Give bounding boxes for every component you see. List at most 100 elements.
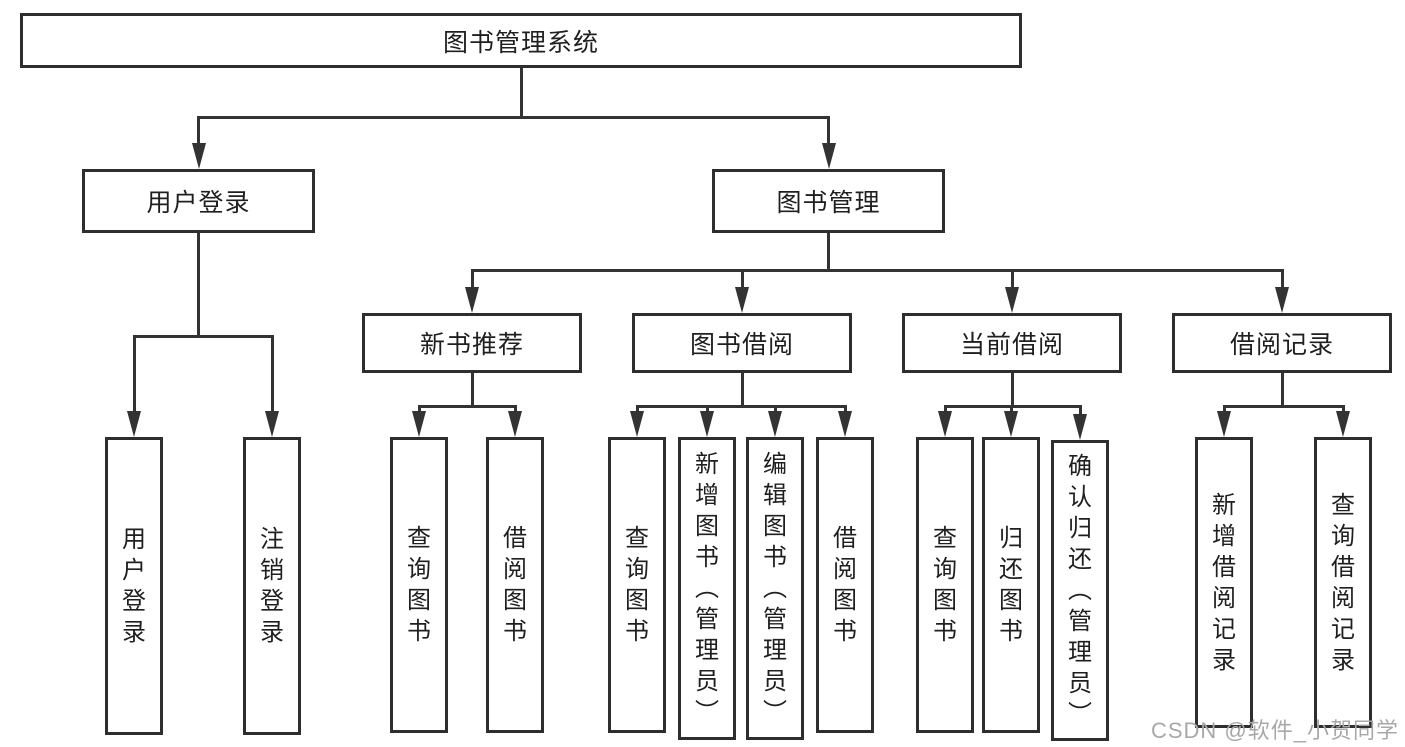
vertical-label-char: 登 xyxy=(260,588,284,615)
vertical-label-char: 新 xyxy=(695,451,719,478)
arrow-down-icon xyxy=(265,411,279,437)
connector-line xyxy=(132,335,136,411)
connector-line xyxy=(943,405,1082,408)
arrow-down-icon xyxy=(1005,287,1019,313)
node-borrowing-records: 借阅记录 xyxy=(1172,313,1392,373)
vertical-label-char: 图 xyxy=(407,587,431,614)
vertical-label-char: 书 xyxy=(833,618,857,645)
connector-line xyxy=(635,405,639,411)
connector-line xyxy=(705,405,709,411)
connector-line xyxy=(417,405,421,411)
vertical-label-char: 阅 xyxy=(1212,584,1236,612)
arrow-down-icon xyxy=(1073,414,1087,440)
vertical-label-char: 注 xyxy=(260,526,284,553)
vertical-label-char: 书 xyxy=(933,618,957,645)
node-user-login: 用户登录 xyxy=(82,169,315,233)
vertical-label-char: 员 xyxy=(1068,670,1092,697)
vertical-label-char: 书 xyxy=(625,618,649,645)
vertical-label-char: 新 xyxy=(1212,491,1236,519)
arrow-down-icon xyxy=(838,411,852,437)
vertical-label-char: 登 xyxy=(122,588,146,615)
vertical-label-char: 书 xyxy=(503,618,527,645)
vertical-label-char: 归 xyxy=(1068,515,1092,542)
vertical-label-char: 录 xyxy=(260,619,284,646)
vertical-label-char: ︶ xyxy=(763,699,787,726)
arrow-down-icon xyxy=(821,143,836,169)
vertical-label-char: 阅 xyxy=(833,556,857,583)
connector-line xyxy=(827,116,830,143)
connector-line xyxy=(1010,269,1014,287)
connector-line xyxy=(1222,405,1345,408)
connector-line xyxy=(197,116,200,143)
vertical-label-char: 管 xyxy=(1068,608,1092,635)
node-leaf-return-books: 归还图书 xyxy=(982,437,1040,733)
vertical-label-char: ︵ xyxy=(695,575,719,602)
vertical-label-char: 借 xyxy=(1331,553,1355,581)
vertical-label-char: 书 xyxy=(763,544,787,571)
vertical-label-char: 户 xyxy=(122,557,146,584)
node-leaf-add-borrow-record: 新增借阅记录 xyxy=(1195,437,1253,728)
node-leaf-query-books-recommend: 查询图书 xyxy=(390,437,448,733)
connector-line xyxy=(470,269,474,287)
connector-line xyxy=(132,335,274,338)
arrow-down-icon xyxy=(191,143,206,169)
node-book-management: 图书管理 xyxy=(712,169,945,233)
node-system-root: 图书管理系统 xyxy=(20,13,1022,68)
connector-line xyxy=(197,116,830,119)
vertical-label-char: ︵ xyxy=(1068,577,1092,604)
vertical-label-char: 图 xyxy=(625,587,649,614)
arrow-down-icon xyxy=(1336,411,1350,437)
vertical-label-char: 增 xyxy=(1212,522,1236,550)
arrow-down-icon xyxy=(127,411,141,437)
vertical-label-char: 员 xyxy=(763,668,787,695)
vertical-label-char: 员 xyxy=(695,668,719,695)
vertical-label-char: 查 xyxy=(933,525,957,552)
arrow-down-icon xyxy=(412,411,426,437)
vertical-label-char: 归 xyxy=(999,525,1023,552)
vertical-label-char: 借 xyxy=(1212,553,1236,581)
node-leaf-query-borrow-record: 查询借阅记录 xyxy=(1314,437,1372,728)
vertical-label-char: 管 xyxy=(695,606,719,633)
vertical-label-char: ︶ xyxy=(1068,701,1092,728)
node-leaf-borrow-books: 借阅图书 xyxy=(816,437,874,733)
connector-line xyxy=(1009,405,1013,411)
connector-line xyxy=(470,269,1284,272)
node-leaf-borrow-books-recommend: 借阅图书 xyxy=(486,437,544,733)
vertical-label-char: 确 xyxy=(1068,453,1092,480)
vertical-label-char: 查 xyxy=(1331,491,1355,519)
connector-line xyxy=(827,233,830,272)
node-leaf-add-books-admin: 新增图书︵管理员︶ xyxy=(678,437,736,740)
vertical-label-char: 图 xyxy=(763,513,787,540)
vertical-label-char: 阅 xyxy=(503,556,527,583)
vertical-label-char: 借 xyxy=(833,525,857,552)
vertical-label-char: 图 xyxy=(503,587,527,614)
arrow-down-icon xyxy=(768,411,782,437)
vertical-label-char: 询 xyxy=(407,556,431,583)
vertical-label-char: 还 xyxy=(1068,546,1092,573)
vertical-label-char: 询 xyxy=(625,556,649,583)
vertical-label-char: 录 xyxy=(1331,646,1355,674)
vertical-label-char: ︶ xyxy=(695,699,719,726)
node-current-borrowing: 当前借阅 xyxy=(902,313,1122,373)
vertical-label-char: 图 xyxy=(833,587,857,614)
arrow-down-icon xyxy=(508,411,522,437)
vertical-label-char: 用 xyxy=(122,526,146,553)
connector-line xyxy=(740,269,744,287)
vertical-label-char: 查 xyxy=(407,525,431,552)
connector-line xyxy=(635,405,847,408)
csdn-watermark: CSDN @软件_小贺同学 xyxy=(1150,718,1399,743)
arrow-down-icon xyxy=(630,411,644,437)
vertical-label-char: 询 xyxy=(1331,522,1355,550)
vertical-label-char: 阅 xyxy=(1331,584,1355,612)
node-leaf-logout: 注销登录 xyxy=(243,437,301,735)
vertical-label-char: 借 xyxy=(503,525,527,552)
node-leaf-edit-books-admin: 编辑图书︵管理员︶ xyxy=(746,437,804,740)
connector-line xyxy=(513,405,517,411)
connector-line xyxy=(843,405,847,411)
vertical-label-char: 录 xyxy=(122,619,146,646)
node-leaf-query-books-current: 查询图书 xyxy=(916,437,974,733)
connector-line xyxy=(943,405,947,411)
connector-line xyxy=(270,335,274,411)
arrow-down-icon xyxy=(1217,411,1231,437)
